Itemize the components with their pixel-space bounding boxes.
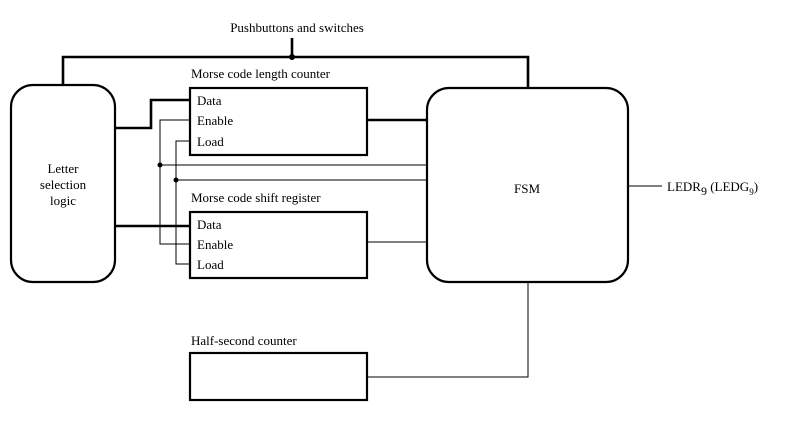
length-counter-port-data: Data: [197, 93, 222, 108]
led-output-label: LEDR9 (LEDG9): [667, 179, 758, 198]
wire-letter-to-length-data: [115, 98, 190, 130]
fsm-label: FSM: [514, 181, 540, 196]
letter-logic-label-line2: selection: [40, 177, 87, 192]
half-second-counter-block: [188, 351, 369, 402]
length-counter-port-load: Load: [197, 134, 224, 149]
length-counter-port-enable: Enable: [197, 113, 233, 128]
length-counter-block: Data Enable Load: [188, 86, 369, 157]
fsm-block: FSM: [425, 86, 630, 284]
wire-fsm-enable-bus: [157, 119, 427, 245]
wire-fsm-load-bus: [173, 140, 427, 265]
wire-half-second-to-fsm: [367, 282, 529, 378]
half-second-counter-title: Half-second counter: [191, 333, 297, 348]
shift-register-title: Morse code shift register: [191, 190, 321, 205]
top-input-label: Pushbuttons and switches: [230, 20, 364, 35]
shift-register-port-enable: Enable: [197, 237, 233, 252]
shift-register-port-load: Load: [197, 257, 224, 272]
letter-selection-logic-block: Letter selection logic: [9, 83, 117, 284]
shift-register-block: Data Enable Load: [188, 210, 369, 280]
length-counter-title: Morse code length counter: [191, 66, 331, 81]
top-input-bus: [61, 38, 530, 90]
shift-register-port-data: Data: [197, 217, 222, 232]
letter-logic-label-line3: logic: [50, 193, 76, 208]
letter-logic-label-line1: Letter: [47, 161, 79, 176]
